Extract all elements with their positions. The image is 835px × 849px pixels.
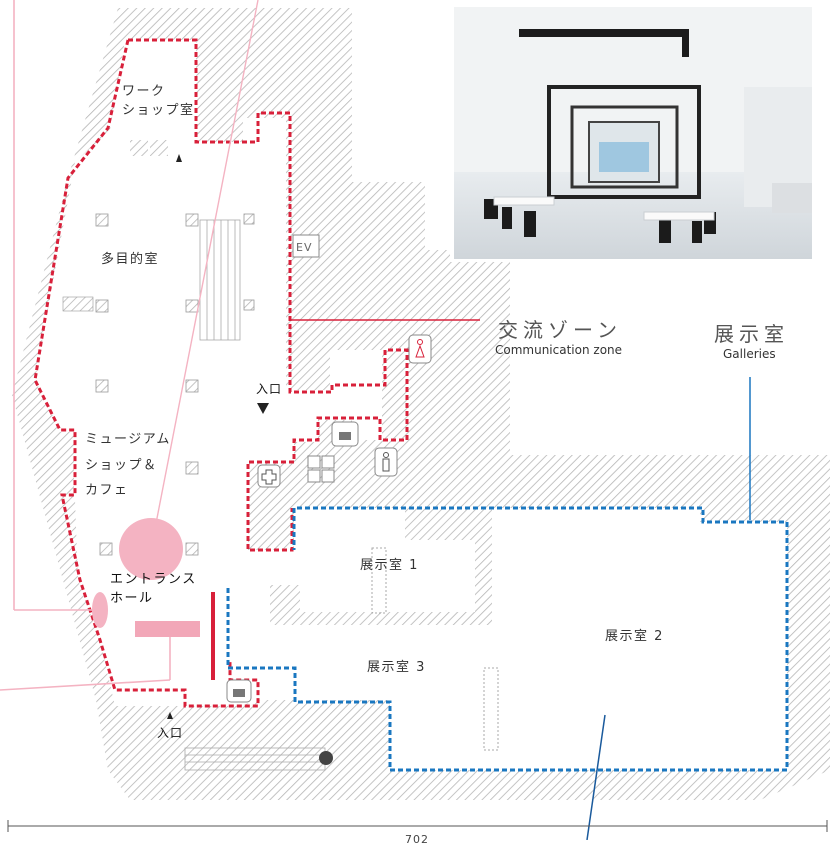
inner-entrance-label: 入口 [256,382,283,396]
accessible-restroom-icon [307,455,335,483]
pillar-marker [319,751,333,765]
entrance-arrow-inner [257,403,269,414]
mens-restroom-icon [374,447,398,477]
entrance-hall-label-line2: ホール [110,591,154,606]
galleries-outline [226,506,789,772]
main-entrance-label: 入口 [157,726,184,740]
museum-shop-label-line2: ショップ＆ [85,458,158,473]
display-cases [371,547,499,751]
gallery-1-label: 展示室 1 [360,558,419,573]
locker-icon-entrance [226,679,252,703]
communication-zone-subtitle: Communication zone [495,343,623,357]
scale-bar [7,820,828,832]
gallery-3-label: 展示室 3 [367,660,426,675]
entrance-arrow-main [167,712,173,719]
communication-zone-title: 交流ゾーン [498,318,622,342]
multipurpose-room-label: 多目的室 [101,252,160,267]
galleries-title: 展示室 [714,322,789,346]
womens-restroom-icon [408,334,432,364]
locker-icon [331,421,359,447]
galleries-subtitle: Galleries [723,347,776,361]
building-walls [12,8,830,800]
elevator-label: EV [296,241,313,254]
gallery-interior-photo [454,7,812,259]
workshop-label-line2: ショップ室 [122,103,195,118]
entrance-accents [0,0,259,691]
stairs [184,219,326,771]
gallery-2-label: 展示室 2 [605,629,664,644]
gallery2-leader-line [586,714,606,840]
elevator-box [292,234,320,258]
workshop-label-line1: ワーク [122,84,166,99]
museum-shop-label-line1: ミュージアム [85,432,171,447]
entrance-hall-label-line1: エントランス [110,572,197,587]
workshop-arrow [176,154,182,162]
first-aid-icon [257,464,281,488]
museum-shop-label-line3: カフェ [85,483,129,498]
